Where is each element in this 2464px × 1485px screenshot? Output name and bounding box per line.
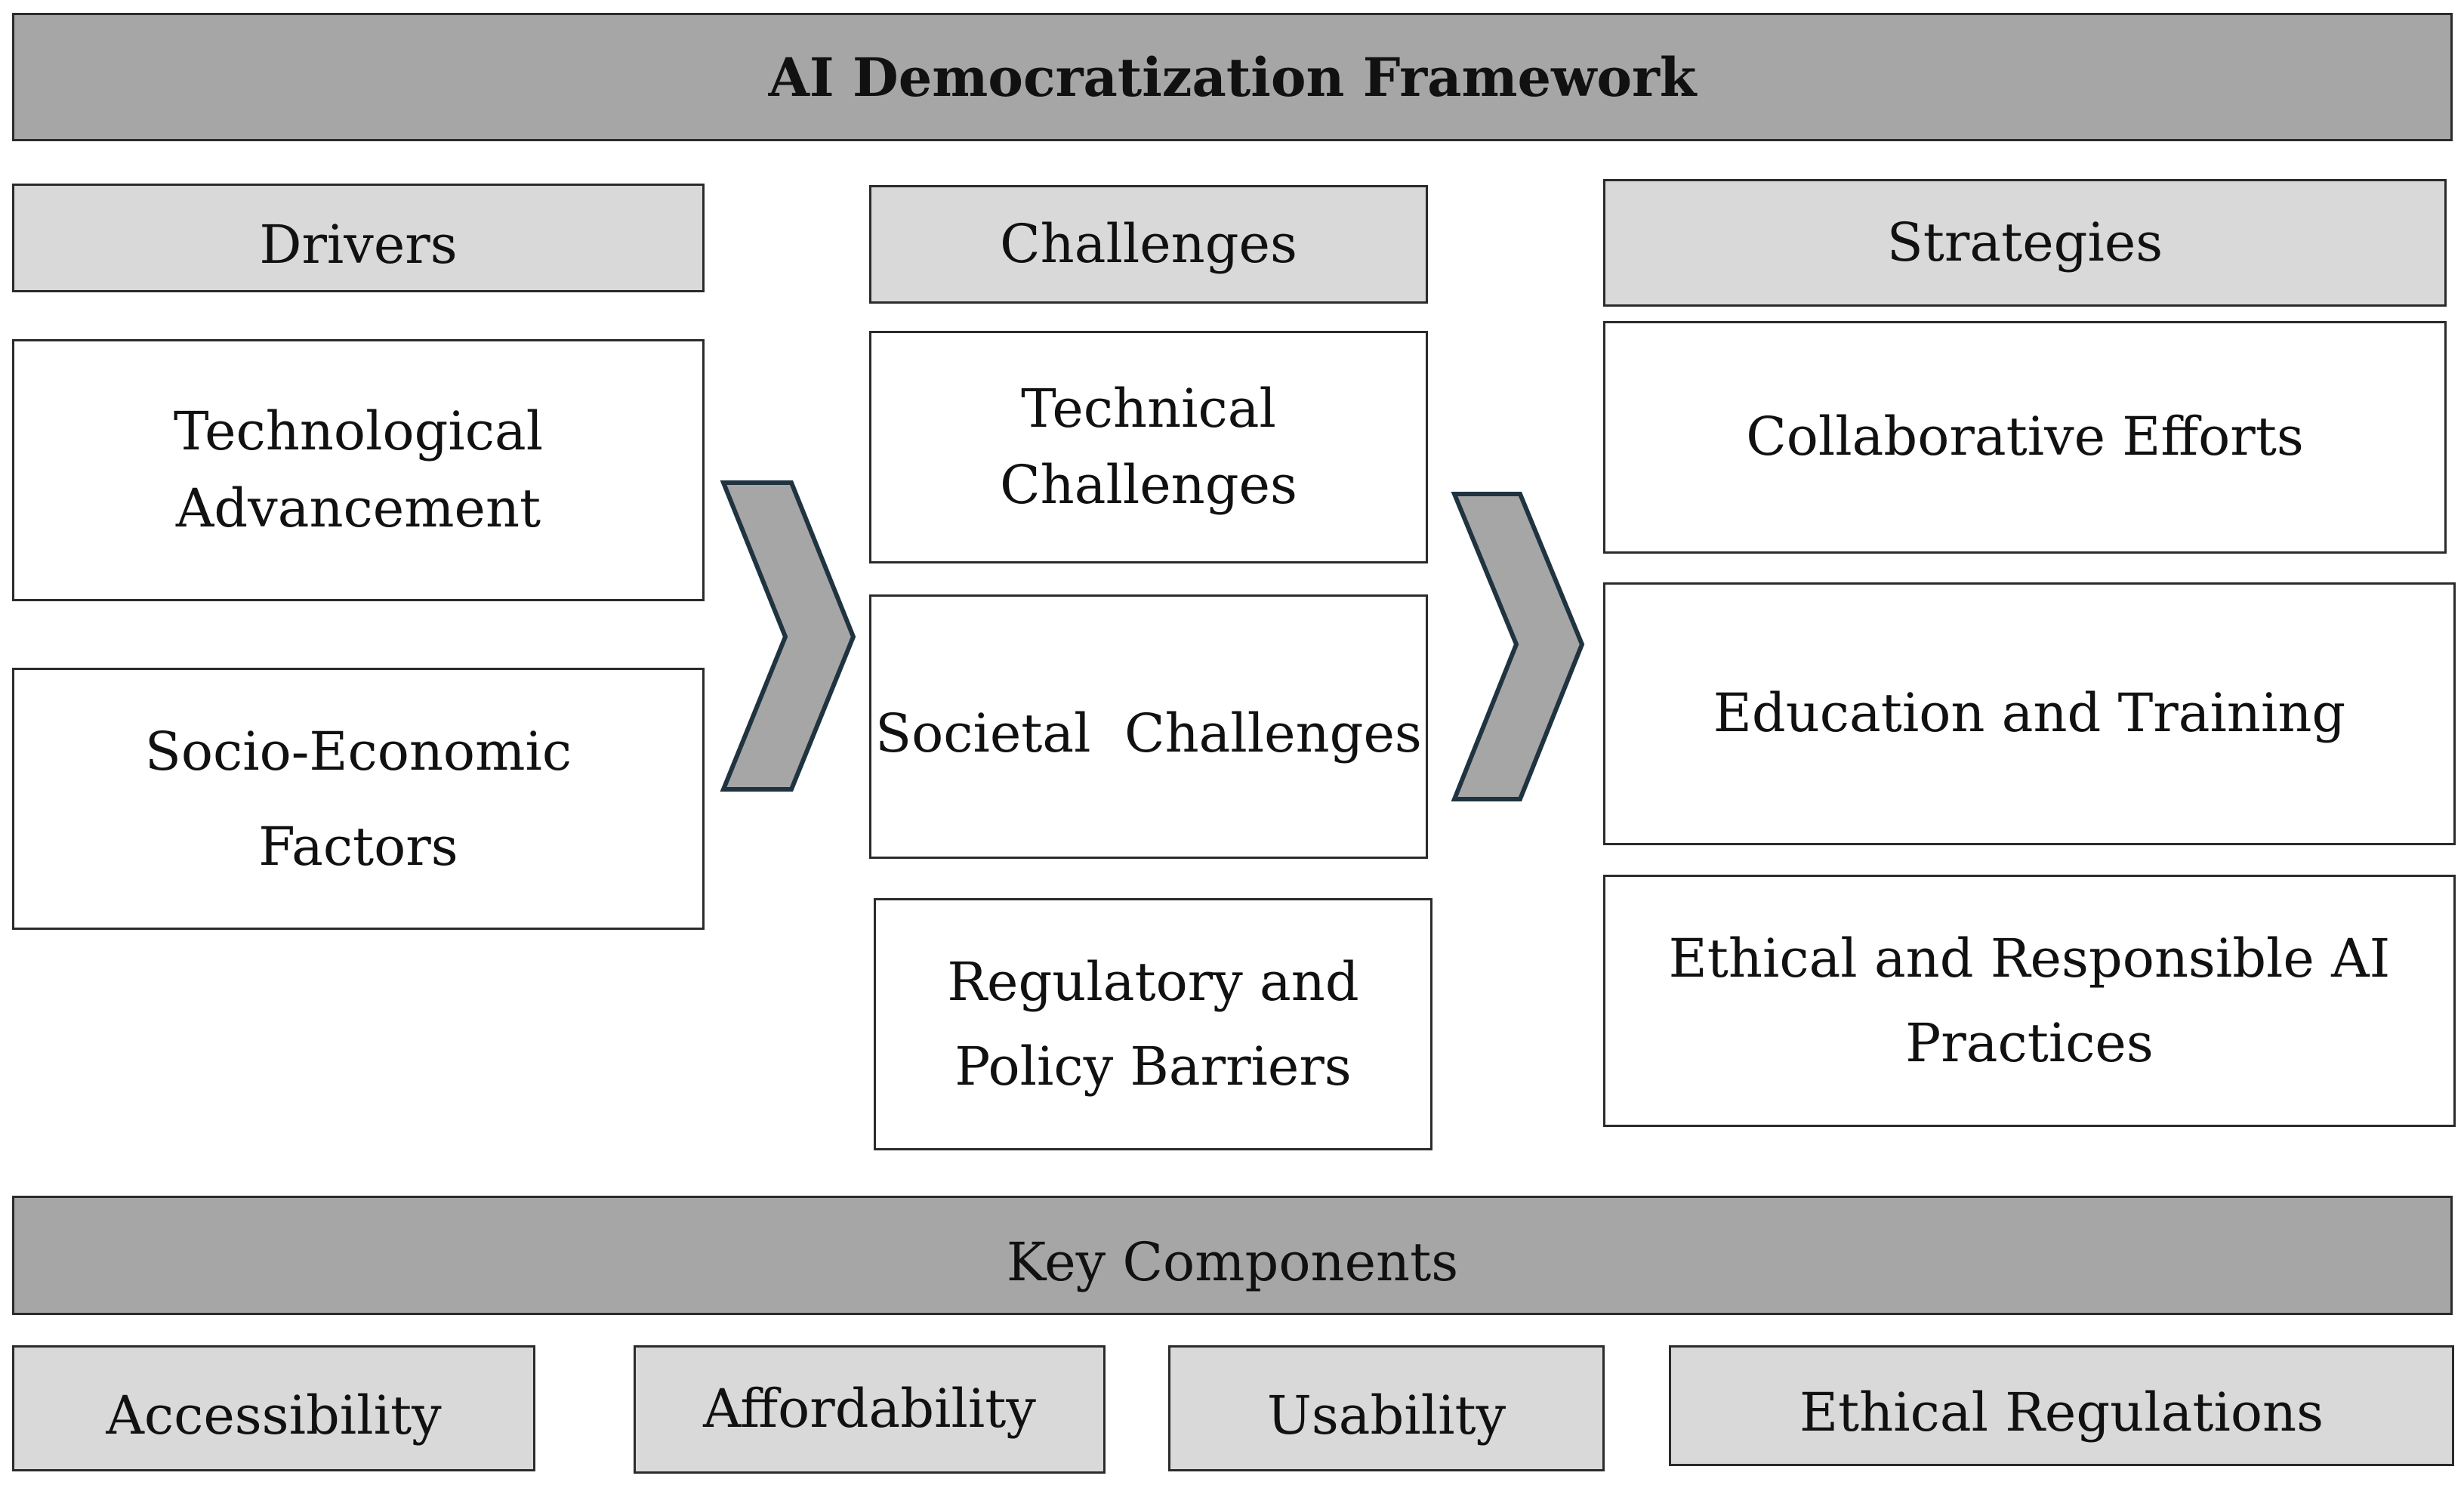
chevron-right-icon [720, 480, 856, 792]
key-component-affordability: Affordability [634, 1345, 1106, 1474]
chevron-right-icon [1451, 492, 1585, 801]
challenge-regulatory-policy: Regulatory and Policy Barriers [874, 898, 1432, 1150]
key-components-banner: Key Components [12, 1196, 2453, 1315]
strategy-collaborative-efforts: Collaborative Efforts [1603, 321, 2447, 554]
strategies-header-label: Strategies [1886, 211, 2163, 273]
strategy-line1: Education and Training [1713, 682, 2346, 745]
key-component-label: Accessibility [106, 1384, 442, 1446]
key-component-label: Affordability [703, 1378, 1036, 1440]
challenge-line1: Technical [1021, 377, 1276, 440]
framework-title: AI Democratization Framework [768, 45, 1697, 109]
challenge-societal: Societal Challenges [869, 594, 1428, 859]
strategy-line1: Collaborative Efforts [1746, 406, 2304, 468]
strategy-line1: Ethical and Responsible AI [1668, 928, 2391, 989]
driver-line2: Factors [258, 815, 458, 878]
drivers-header-label: Drivers [259, 214, 458, 276]
key-component-usability: Usability [1168, 1345, 1605, 1471]
driver-line1: Technological [173, 400, 544, 462]
key-components-title: Key Components [1006, 1231, 1459, 1294]
strategies-header: Strategies [1603, 179, 2447, 307]
driver-line2: Advancement [175, 477, 541, 539]
strategy-education-training: Education and Training [1603, 582, 2456, 845]
drivers-header: Drivers [12, 184, 705, 292]
key-component-ethical-regulations: Ethical Regulations [1669, 1345, 2454, 1466]
challenge-line1: Societal Challenges [875, 702, 1422, 765]
driver-socio-economic-factors: Socio-Economic Factors [12, 668, 705, 930]
key-component-label: Ethical Regulations [1799, 1382, 2324, 1444]
challenge-line1: Regulatory and [947, 951, 1359, 1013]
strategy-ethical-responsible-ai: Ethical and Responsible AI Practices [1603, 875, 2456, 1127]
challenge-technical: Technical Challenges [869, 331, 1428, 563]
key-component-accessibility: Accessibility [12, 1345, 535, 1471]
driver-technological-advancement: Technological Advancement [12, 339, 705, 601]
challenges-header: Challenges [869, 185, 1428, 304]
driver-line1: Socio-Economic [144, 720, 572, 783]
challenges-header-label: Challenges [1000, 212, 1297, 275]
strategy-line2: Practices [1905, 1012, 2154, 1074]
framework-title-banner: AI Democratization Framework [12, 13, 2453, 141]
challenge-line2: Challenges [1000, 454, 1297, 516]
key-component-label: Usability [1266, 1384, 1506, 1446]
challenge-line2: Policy Barriers [954, 1036, 1352, 1098]
